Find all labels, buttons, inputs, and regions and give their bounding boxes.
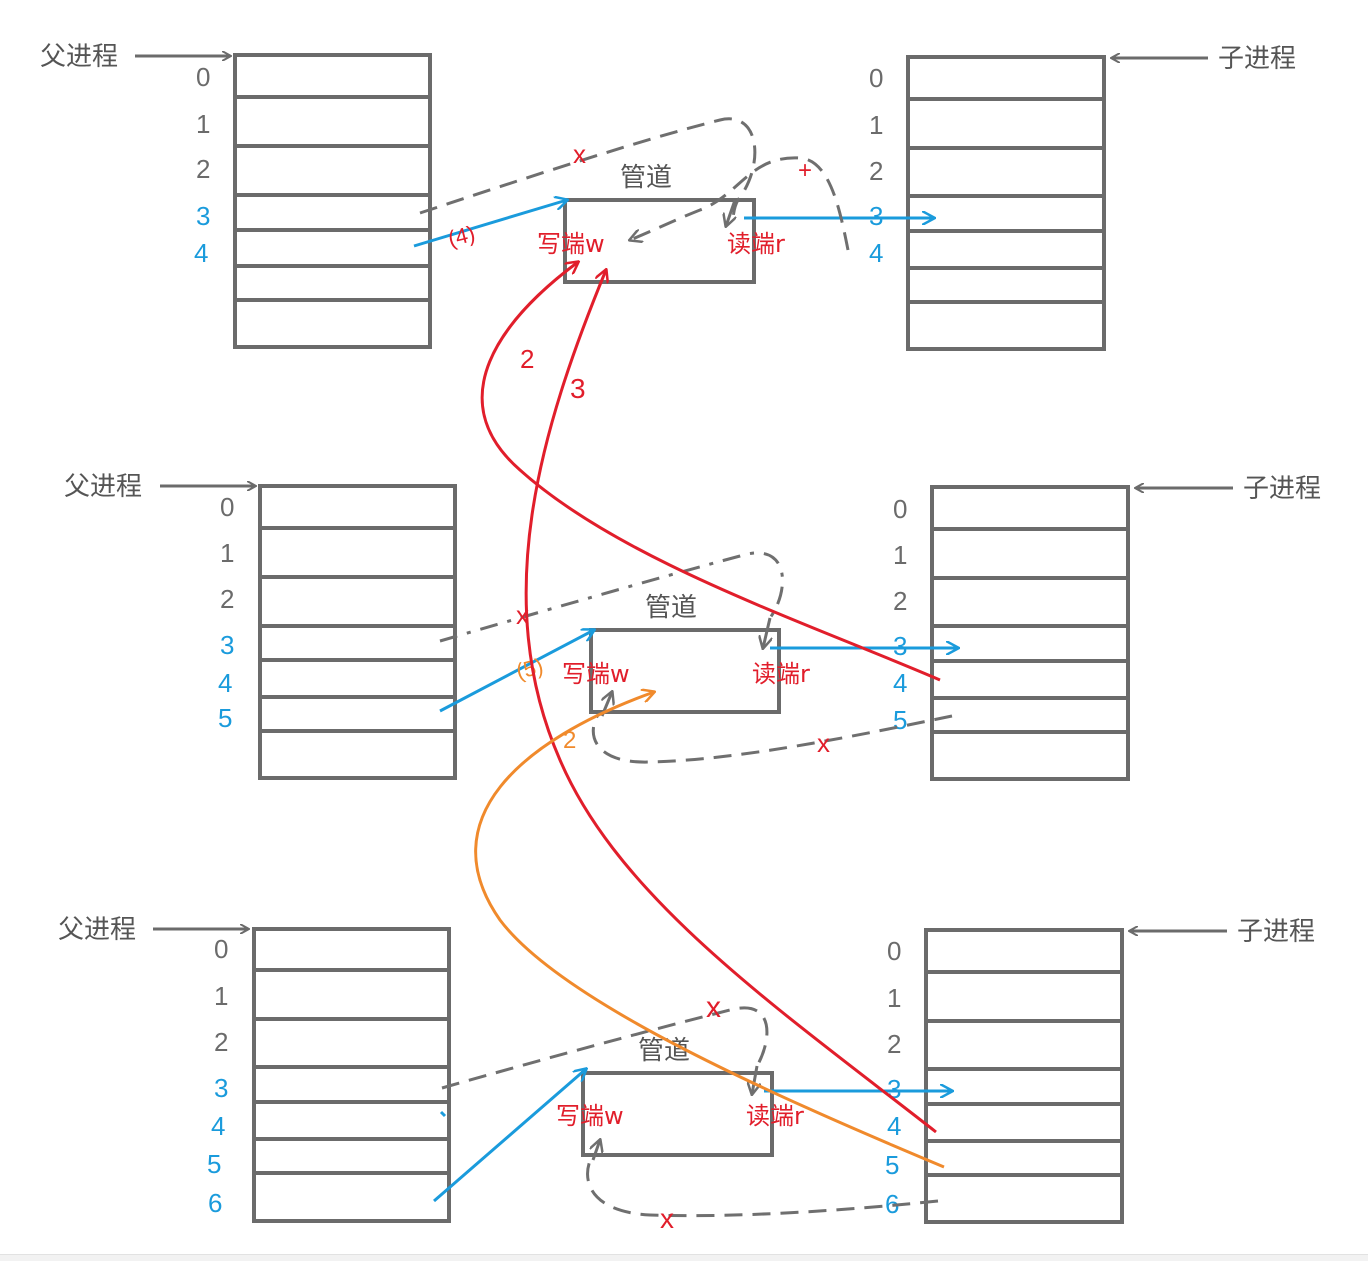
inherit-curve-2	[480, 262, 941, 682]
closed-child-write-path	[586, 1155, 939, 1218]
fd-number: 0	[214, 934, 228, 964]
write-end-label: 写端w	[556, 1102, 624, 1130]
closed-plus-mark: +	[798, 157, 812, 184]
fd-number: 4	[887, 1111, 901, 1141]
child-fd-table	[930, 485, 1130, 781]
fd-number: 0	[893, 494, 907, 524]
fd-number: 6	[208, 1188, 222, 1218]
child-fd-table	[906, 55, 1106, 351]
fd-number: 4	[194, 238, 208, 268]
child-process-label: 子进程	[1218, 44, 1296, 74]
fd-number: 2	[869, 156, 883, 186]
step-mark-2: 2	[520, 344, 534, 374]
dashed-arrowhead	[726, 199, 735, 226]
pipe-label: 管道	[638, 1036, 690, 1066]
fd-number: 3	[196, 201, 210, 231]
write-end-label: 写端w	[562, 660, 630, 688]
fd-number: 1	[196, 109, 210, 139]
step-note: (4)	[445, 221, 477, 252]
child-fd-numbers: 0 1 2 3 4 5	[893, 494, 907, 735]
fd-number: 3	[869, 201, 883, 231]
parent-fd-numbers: 0 1 2 3 4 5 6	[207, 934, 228, 1218]
closed-parent-read-path	[419, 117, 757, 219]
fd-number: 5	[207, 1149, 221, 1179]
parent-fd-table	[258, 484, 457, 780]
child-fd-numbers: 0 1 2 3 4 5 6	[885, 936, 901, 1219]
parent-fd-table	[252, 927, 451, 1223]
inherit-curve-orange-2	[474, 692, 945, 1169]
fd-number: 3	[893, 631, 907, 661]
fd-number: 2	[196, 154, 210, 184]
fd-number: 4	[218, 668, 232, 698]
fd-number: 1	[220, 538, 234, 568]
closed-child-write-path	[591, 711, 953, 764]
fd-number: 1	[869, 110, 883, 140]
fd-number: 1	[893, 540, 907, 570]
fd-number: 0	[869, 63, 883, 93]
closed-x-mark: x	[706, 991, 721, 1024]
pipe-label: 管道	[645, 593, 697, 623]
fd-number: 5	[893, 705, 907, 735]
read-end-label: 读端r	[752, 660, 810, 688]
pipe-box: 管道 写端w 读端r	[562, 593, 810, 714]
fd-number: 0	[220, 492, 234, 522]
step-mark-orange-2: 2	[563, 727, 576, 754]
parent-write-arrow	[439, 630, 594, 713]
write-end-label: 写端w	[537, 230, 605, 258]
parent-fd-numbers: 0 1 2 3 4	[194, 62, 210, 268]
fd-number: 5	[218, 703, 232, 733]
dashed-arrowhead	[593, 1140, 600, 1161]
fd-number: 0	[196, 62, 210, 92]
child-process-label: 子进程	[1243, 474, 1321, 504]
child-fd-numbers: 0 1 2 3 4	[869, 63, 883, 268]
fd-number: 5	[885, 1150, 899, 1180]
fd-number: 2	[887, 1029, 901, 1059]
panel-bottom: 父进程 0 1 2 3 4 5 6 管道 写端w 读端r 子进程	[58, 915, 1315, 1234]
fd-number: 1	[887, 983, 901, 1013]
panel-top: 父进程 0 1 2 3 4 管道 写端w 读端r 子进程	[40, 42, 1296, 351]
blue-tick	[439, 1110, 447, 1118]
fd-number: 1	[214, 981, 228, 1011]
panel-middle: 父进程 0 1 2 3 4 5 管道 写端w 读端r 子进程	[64, 472, 1321, 781]
fd-number: 2	[220, 584, 234, 614]
fd-number: 4	[211, 1111, 225, 1141]
closed-x-mark: x	[660, 1203, 674, 1234]
fd-number: 3	[220, 630, 234, 660]
child-process-label: 子进程	[1237, 917, 1315, 947]
read-end-label: 读端r	[746, 1102, 804, 1130]
fd-number: 4	[893, 668, 907, 698]
closed-parent-read-path	[439, 551, 784, 643]
parent-write-arrow	[433, 1069, 586, 1203]
parent-process-label: 父进程	[64, 472, 142, 502]
bottom-strip	[0, 1254, 1368, 1261]
parent-fd-table	[233, 53, 432, 349]
fd-number: 2	[893, 586, 907, 616]
fd-number: 2	[214, 1027, 228, 1057]
parent-write-arrow	[413, 200, 567, 248]
inherit-curve-3	[524, 270, 937, 1134]
pipe-box: 管道 写端w 读端r	[537, 163, 785, 284]
closed-x-mark: x	[573, 139, 586, 169]
parent-fd-numbers: 0 1 2 3 4 5	[218, 492, 234, 733]
dashed-arrowhead	[763, 617, 770, 648]
fd-number: 0	[887, 936, 901, 966]
fd-number: 4	[869, 238, 883, 268]
dashed-arrowhead	[752, 1065, 757, 1094]
step-mark-3: 3	[570, 373, 586, 404]
pipe-label: 管道	[620, 163, 672, 193]
closed-parent-read-path	[441, 1006, 769, 1090]
closed-x-mark: x	[817, 728, 830, 758]
child-fd-table	[924, 928, 1124, 1224]
parent-process-label: 父进程	[40, 42, 118, 72]
parent-process-label: 父进程	[58, 915, 136, 945]
closed-child-write-path	[630, 156, 850, 251]
pipe-box: 管道 写端w 读端r	[556, 1036, 804, 1157]
read-end-label: 读端r	[727, 230, 785, 258]
fd-number: 3	[214, 1073, 228, 1103]
